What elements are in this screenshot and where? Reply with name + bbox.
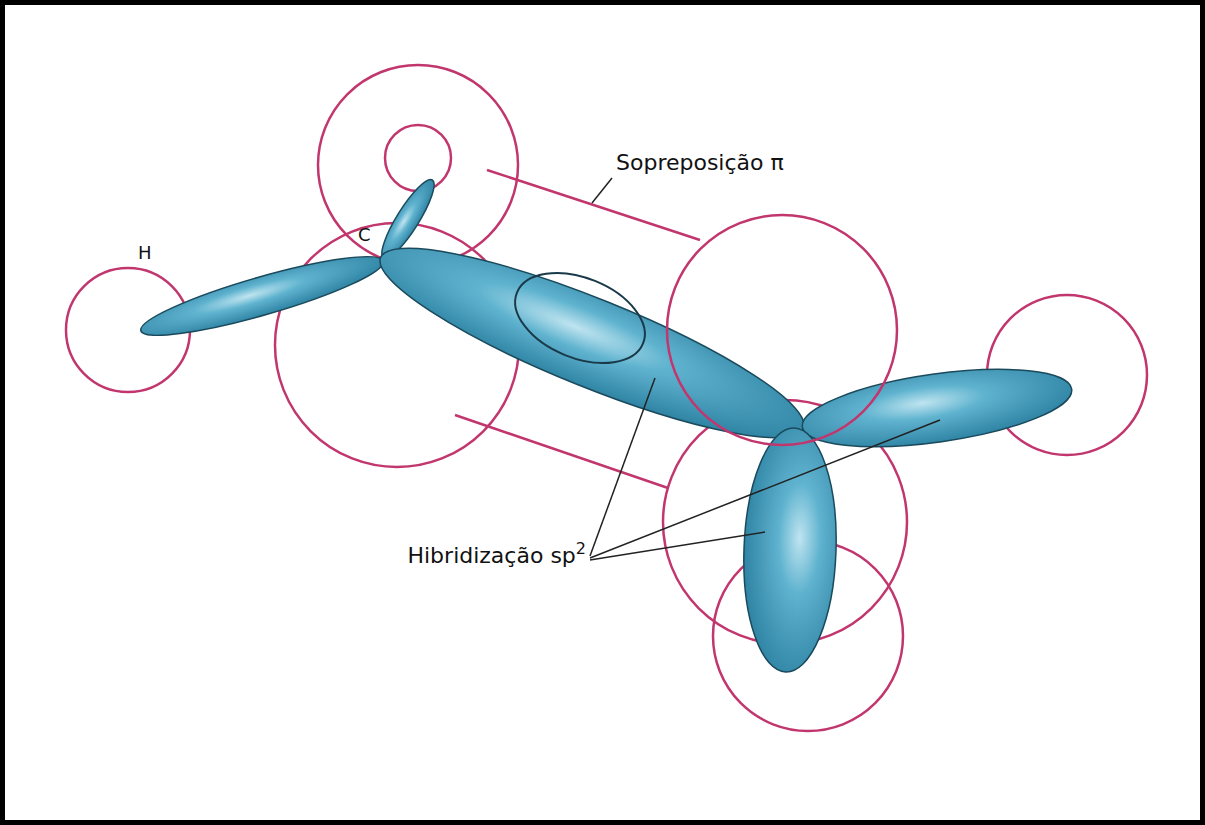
hybridization-label: Hibridização sp2 xyxy=(407,545,586,567)
overlap-ellipse xyxy=(502,255,658,380)
atom-label: C xyxy=(358,226,371,244)
hybridization-text: Hibridização sp xyxy=(407,543,575,568)
atom-label: H xyxy=(138,244,152,262)
superscript: 2 xyxy=(576,539,586,558)
leader-lines xyxy=(590,178,940,560)
p-orbital-circles xyxy=(66,65,1147,731)
overlap-label: Sopreposição π xyxy=(616,152,784,174)
sp2-lobes xyxy=(136,174,1077,673)
p-orbital-circles-front xyxy=(667,215,897,445)
